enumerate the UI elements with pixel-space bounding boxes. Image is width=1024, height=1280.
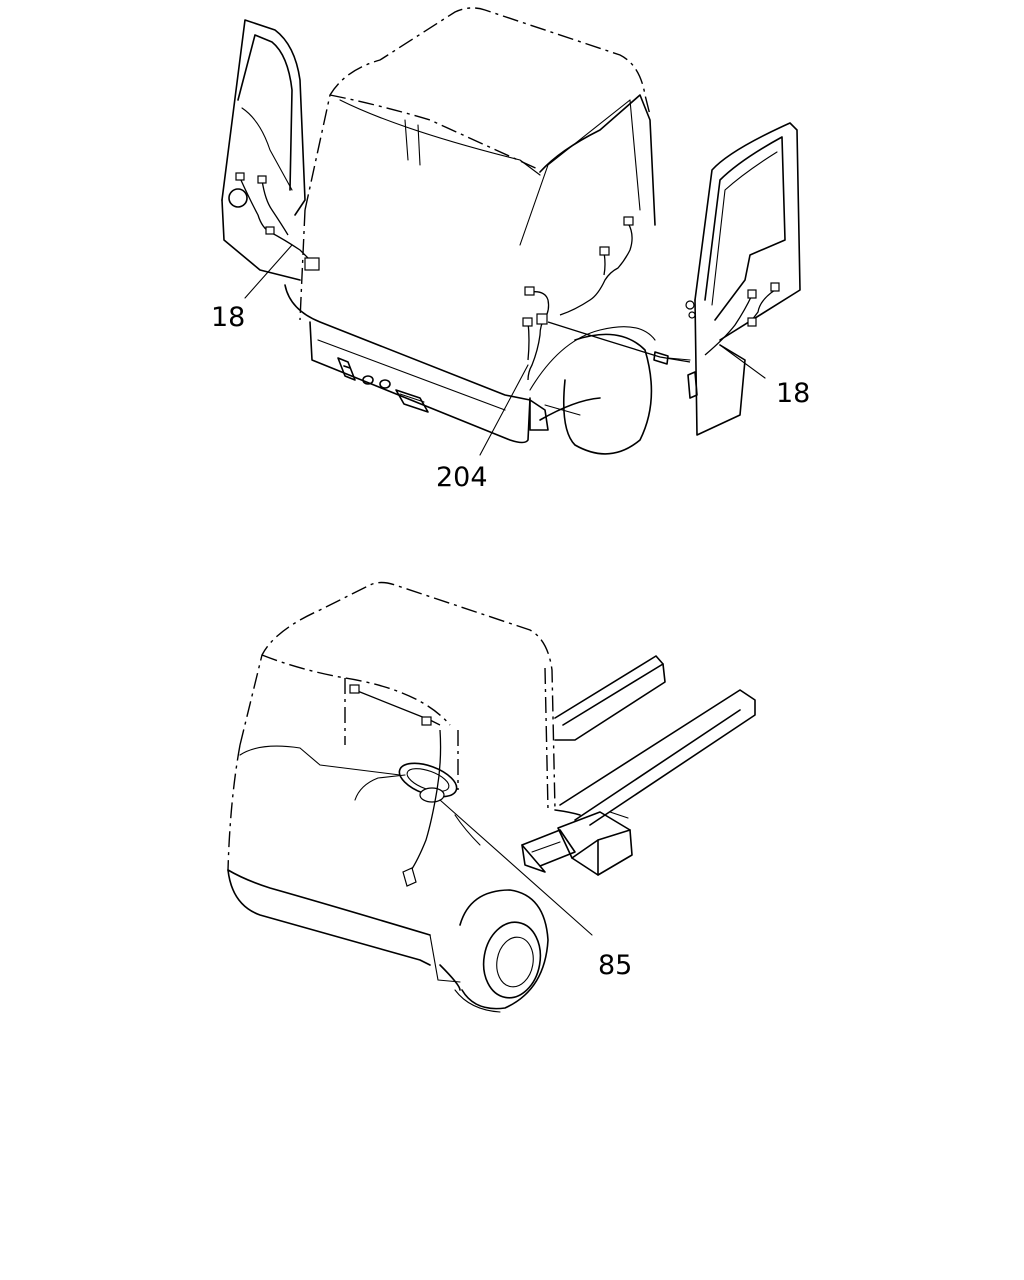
callout-85: 85 xyxy=(598,950,632,981)
callout-204: 204 xyxy=(436,462,488,493)
callout-18-left: 18 xyxy=(211,302,245,333)
bottom-figure-cab-interior xyxy=(227,581,756,1013)
top-figure-cab-front xyxy=(221,7,801,455)
leader-lines-bottom xyxy=(439,799,593,936)
callout-18-right: 18 xyxy=(776,378,810,409)
leader-lines-top xyxy=(244,244,766,456)
